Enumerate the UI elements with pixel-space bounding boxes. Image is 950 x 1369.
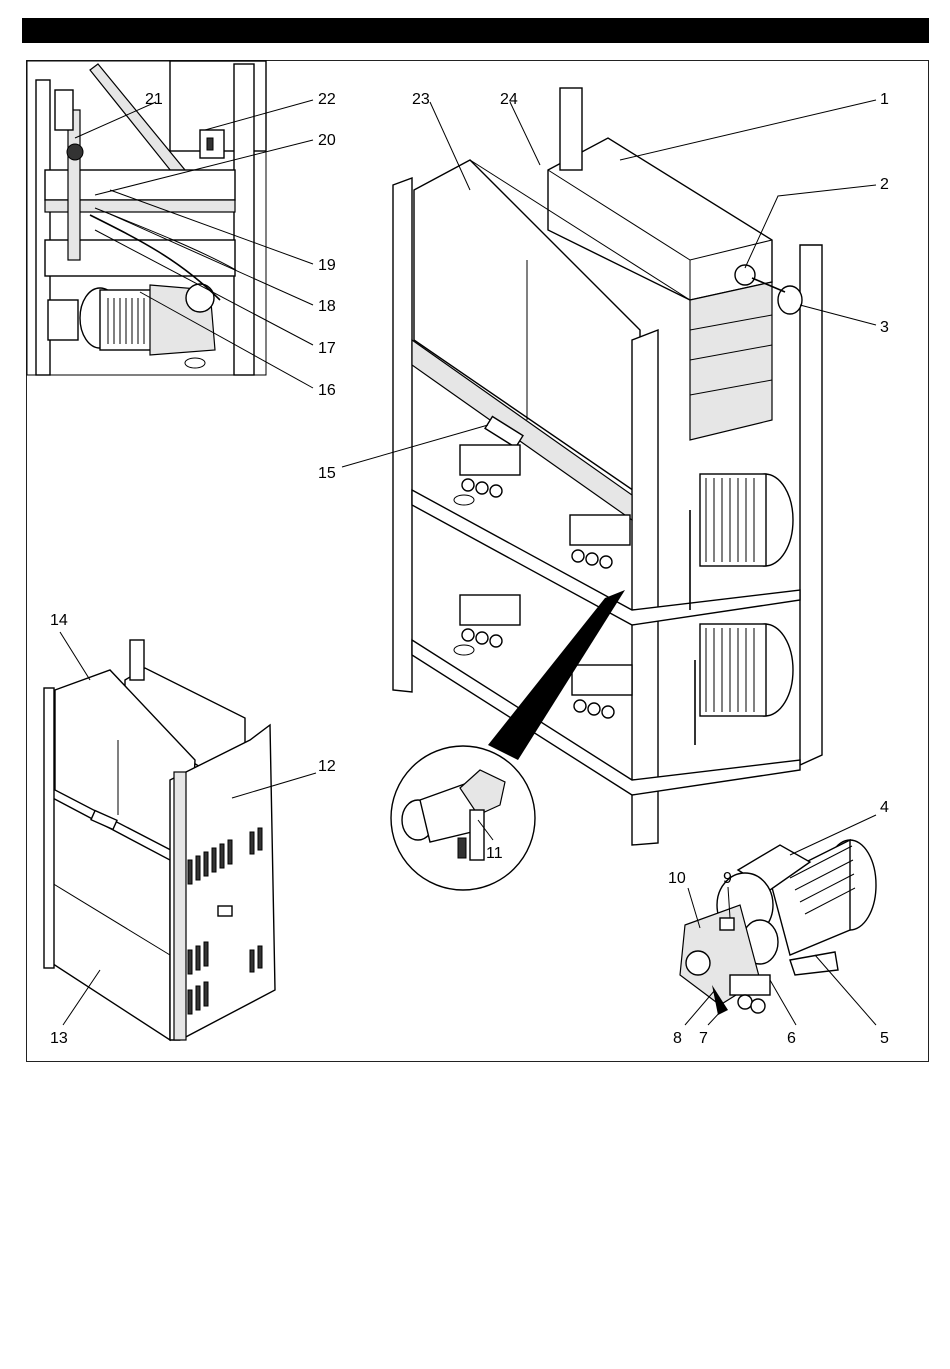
callout-10: 10 (668, 870, 686, 887)
single-unit (44, 640, 275, 1040)
inset-pump-detail (27, 61, 266, 375)
callout-5: 5 (880, 1030, 889, 1047)
callout-20: 20 (318, 132, 336, 149)
callout-15: 15 (318, 465, 336, 482)
callout-22: 22 (318, 91, 336, 108)
callout-18: 18 (318, 298, 336, 315)
callout-16: 16 (318, 382, 336, 399)
callout-21: 21 (145, 91, 163, 108)
callout-6: 6 (787, 1030, 796, 1047)
callout-24: 24 (500, 91, 518, 108)
callout-1: 1 (880, 91, 889, 108)
callout-17: 17 (318, 340, 336, 357)
callout-19: 19 (318, 257, 336, 274)
zoom-detail (391, 590, 625, 890)
pump-unit (680, 840, 876, 1015)
callout-3: 3 (880, 319, 889, 336)
callout-2: 2 (880, 176, 889, 193)
callout-13: 13 (50, 1030, 68, 1047)
callout-8: 8 (673, 1030, 682, 1047)
callout-11: 11 (486, 845, 503, 862)
callout-14: 14 (50, 612, 68, 629)
callout-23: 23 (412, 91, 430, 108)
callout-9: 9 (723, 870, 732, 887)
main-double-unit (393, 88, 822, 845)
callout-12: 12 (318, 758, 336, 775)
callout-4: 4 (880, 799, 889, 816)
callout-7: 7 (699, 1030, 708, 1047)
